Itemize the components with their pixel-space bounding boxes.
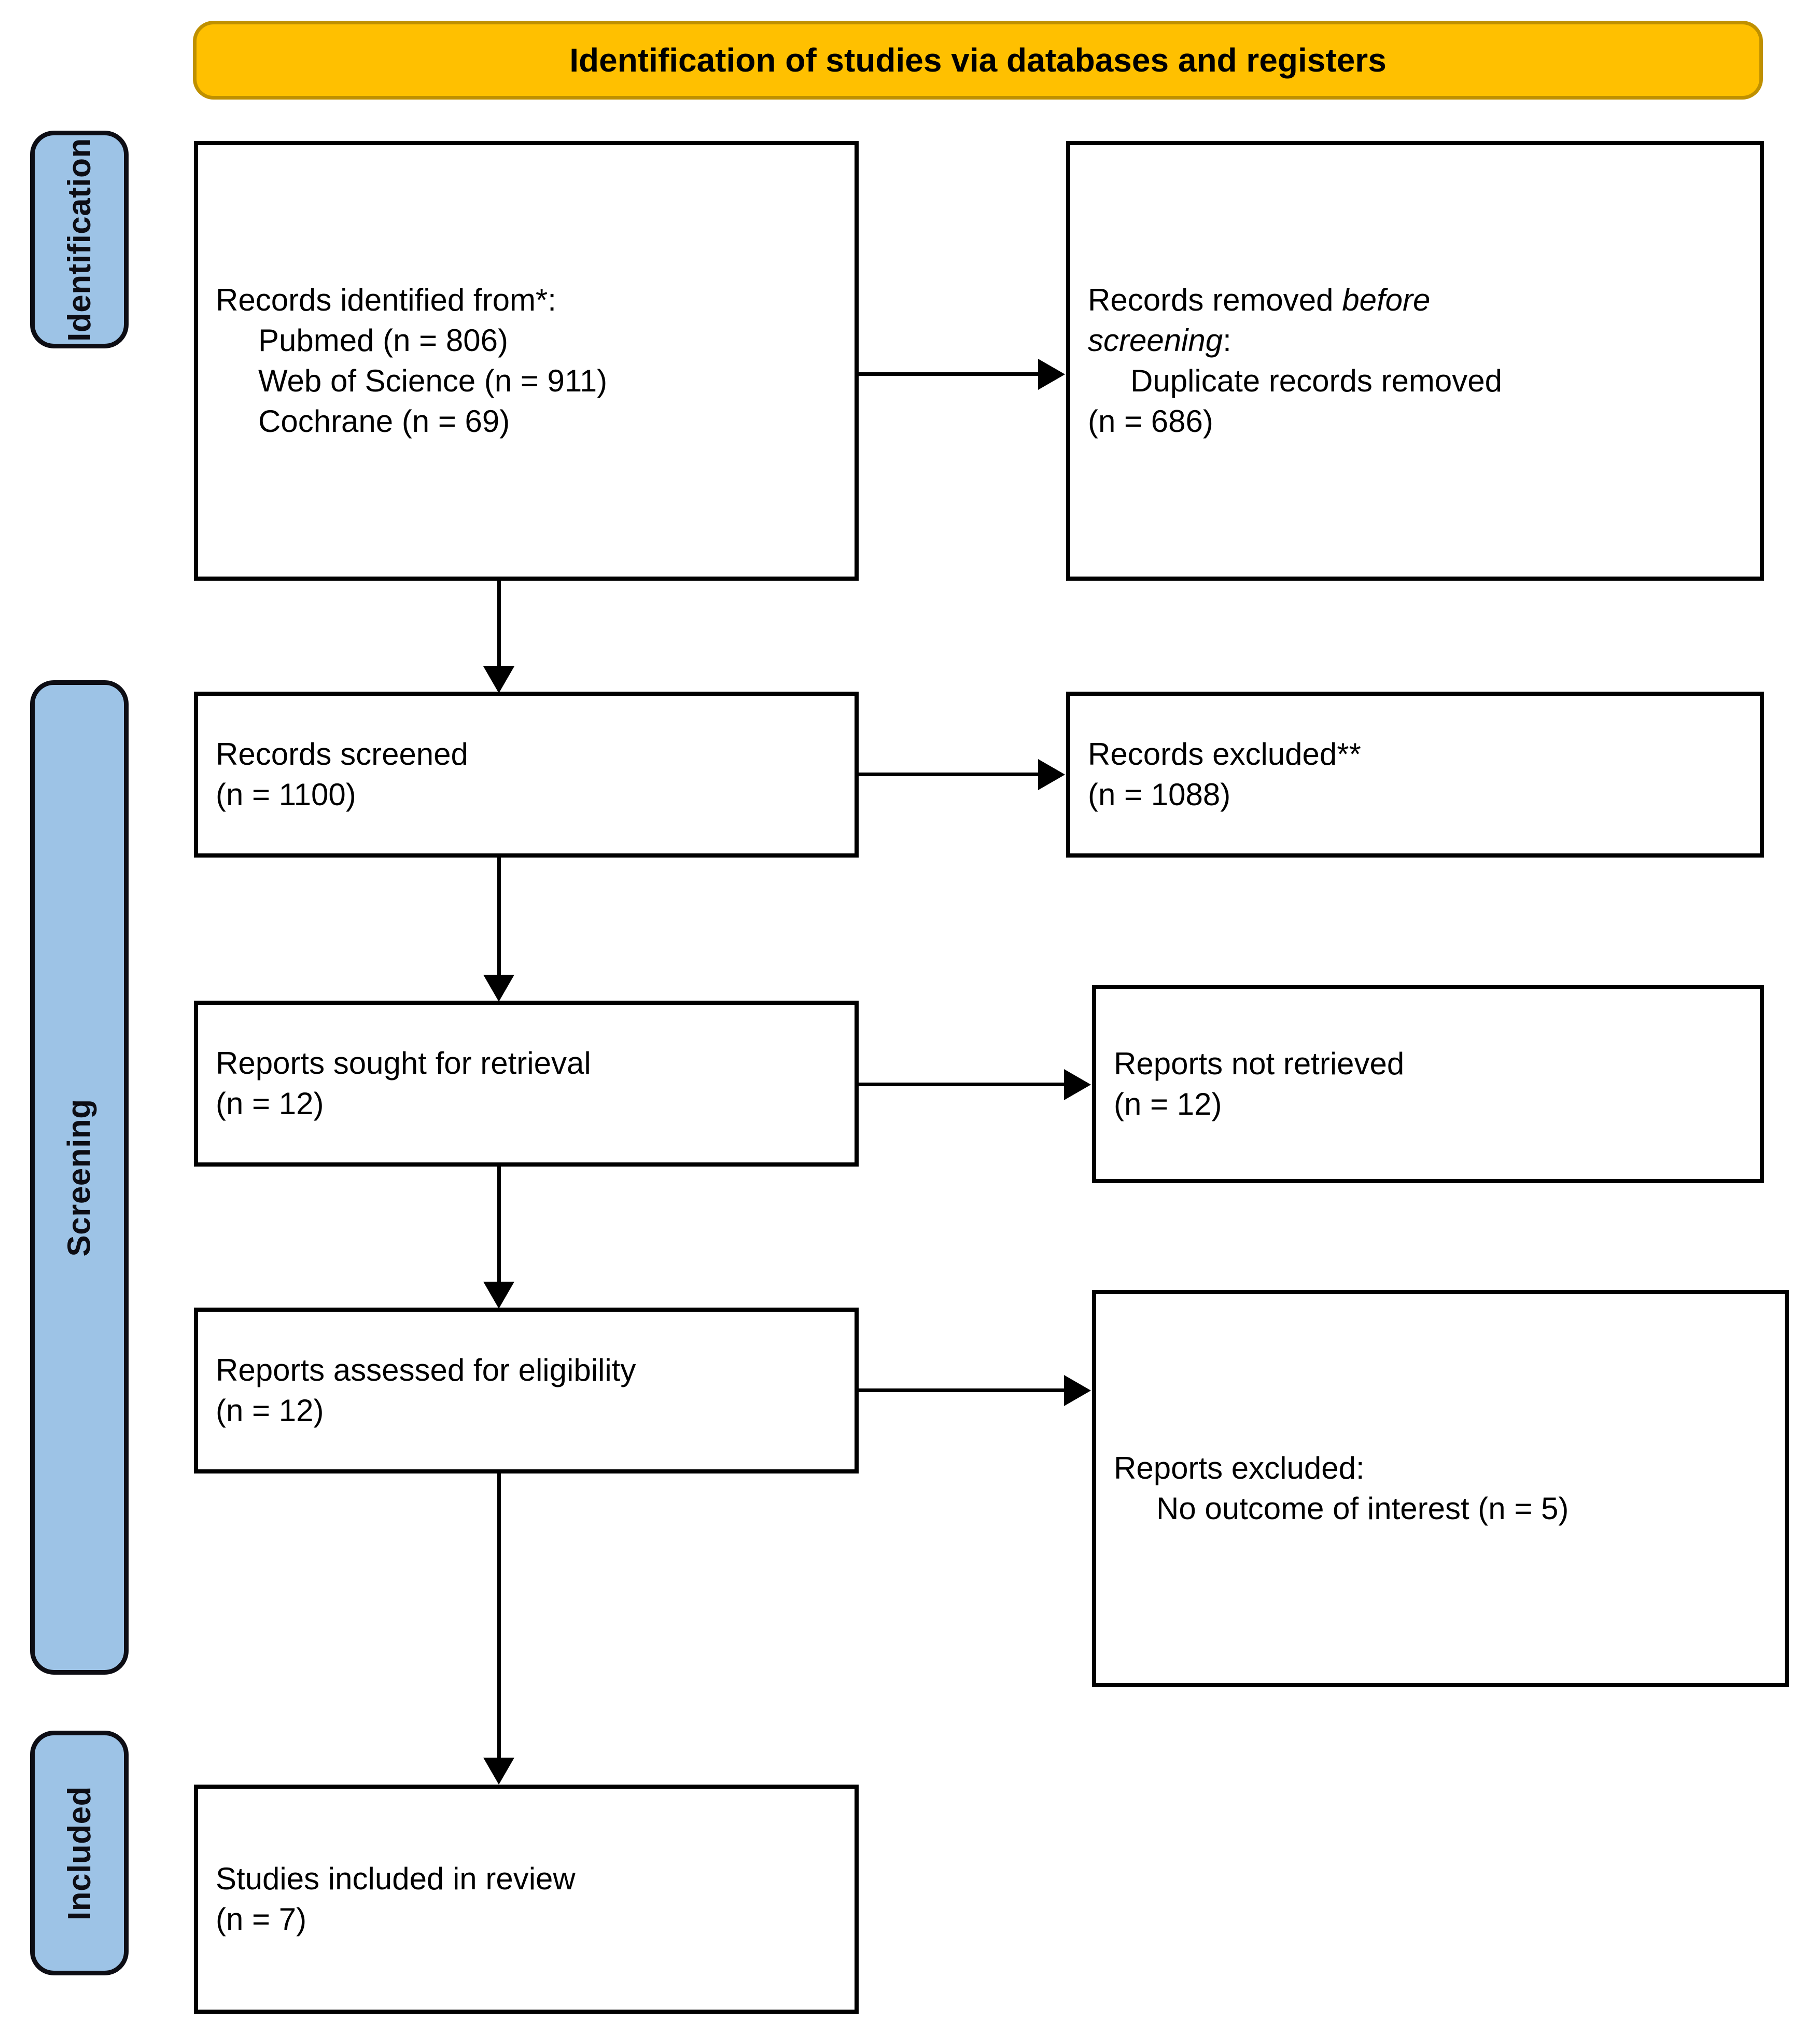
records-removed-item-count: (n = 686) bbox=[1088, 404, 1213, 439]
records-removed-heading-em2: screening bbox=[1088, 323, 1223, 358]
phase-label-identification: Identification bbox=[61, 137, 97, 342]
box-reports-sought: Reports sought for retrieval (n = 12) bbox=[194, 1001, 859, 1167]
records-screened-count: (n = 1100) bbox=[216, 777, 356, 812]
records-excluded-count: (n = 1088) bbox=[1088, 777, 1231, 812]
reports-excluded-label: Reports excluded: bbox=[1114, 1451, 1365, 1485]
reports-excluded-reason: No outcome of interest (n = 5) bbox=[1156, 1491, 1569, 1526]
box-reports-not-retrieved: Reports not retrieved (n = 12) bbox=[1092, 985, 1764, 1183]
records-removed-heading-pre: Records removed bbox=[1088, 283, 1342, 317]
arrowhead-sought-to-not-retrieved bbox=[1064, 1069, 1091, 1100]
records-identified-item-pubmed: Pubmed (n = 806) bbox=[258, 323, 508, 358]
reports-assessed-count: (n = 12) bbox=[216, 1393, 324, 1428]
records-screened-label: Records screened bbox=[216, 737, 468, 771]
reports-sought-count: (n = 12) bbox=[216, 1086, 324, 1121]
records-identified-heading: Records identified from*: bbox=[216, 283, 556, 317]
phase-label-screening: Screening bbox=[61, 1098, 97, 1257]
reports-assessed-label: Reports assessed for eligibility bbox=[216, 1353, 636, 1387]
connector-assessed-to-included bbox=[497, 1473, 501, 1758]
connector-assessed-to-excluded bbox=[859, 1388, 1064, 1392]
studies-included-count: (n = 7) bbox=[216, 1902, 307, 1936]
connector-sought-to-not-retrieved bbox=[859, 1083, 1064, 1086]
connector-screened-to-sought bbox=[497, 858, 501, 975]
box-records-identified: Records identified from*: Pubmed (n = 80… bbox=[194, 141, 859, 581]
reports-not-retrieved-count: (n = 12) bbox=[1114, 1087, 1222, 1121]
reports-sought-label: Reports sought for retrieval bbox=[216, 1046, 591, 1080]
section-banner-identification: Identification of studies via databases … bbox=[193, 21, 1763, 100]
box-studies-included: Studies included in review (n = 7) bbox=[194, 1785, 859, 2014]
phase-label-included: Included bbox=[61, 1786, 97, 1920]
box-reports-excluded: Reports excluded: No outcome of interest… bbox=[1092, 1290, 1789, 1687]
phase-pill-identification: Identification bbox=[30, 131, 129, 348]
arrowhead-identified-to-screened bbox=[483, 666, 514, 693]
records-removed-heading: Records removed before bbox=[1088, 280, 1742, 320]
records-excluded-label: Records excluded** bbox=[1088, 737, 1361, 771]
arrowhead-identified-to-removed bbox=[1038, 359, 1065, 390]
records-identified-item-web-of-science: Web of Science (n = 911) bbox=[258, 363, 608, 398]
arrowhead-sought-to-assessed bbox=[483, 1282, 514, 1309]
studies-included-label: Studies included in review bbox=[216, 1861, 576, 1896]
arrowhead-assessed-to-included bbox=[483, 1758, 514, 1785]
arrowhead-screened-to-excluded bbox=[1038, 759, 1065, 790]
banner-title: Identification of studies via databases … bbox=[569, 41, 1387, 79]
box-reports-assessed: Reports assessed for eligibility (n = 12… bbox=[194, 1308, 859, 1473]
phase-pill-included: Included bbox=[30, 1731, 129, 1975]
records-removed-item-duplicates: Duplicate records removed bbox=[1130, 363, 1502, 398]
connector-identified-to-screened bbox=[497, 581, 501, 666]
phase-pill-screening: Screening bbox=[30, 680, 129, 1675]
arrowhead-assessed-to-excluded bbox=[1064, 1375, 1091, 1406]
records-identified-item-cochrane: Cochrane (n = 69) bbox=[258, 404, 510, 439]
records-removed-heading-em: before bbox=[1342, 283, 1431, 317]
box-records-excluded: Records excluded** (n = 1088) bbox=[1066, 692, 1764, 858]
connector-screened-to-excluded bbox=[859, 773, 1038, 776]
box-records-removed: Records removed before screening: Duplic… bbox=[1066, 141, 1764, 581]
reports-not-retrieved-label: Reports not retrieved bbox=[1114, 1046, 1405, 1081]
records-removed-heading-post: : bbox=[1223, 323, 1231, 358]
connector-sought-to-assessed bbox=[497, 1167, 501, 1282]
records-removed-heading-line2: screening: bbox=[1088, 320, 1742, 361]
connector-identified-to-removed bbox=[859, 372, 1038, 376]
box-records-screened: Records screened (n = 1100) bbox=[194, 692, 859, 858]
arrowhead-screened-to-sought bbox=[483, 975, 514, 1002]
